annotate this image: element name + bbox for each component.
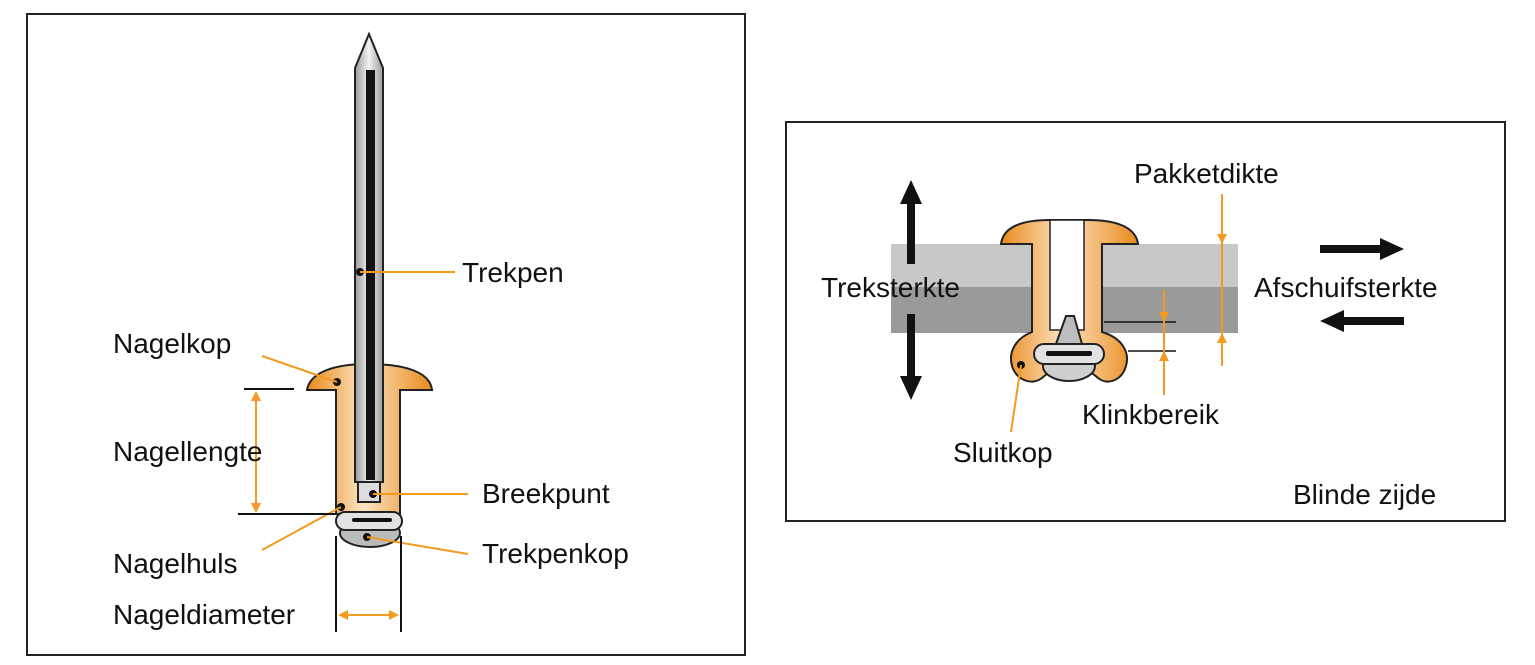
label-trekpen: Trekpen [462,257,564,288]
tension-arrow-down-shaft [907,314,915,380]
label-trekpenkop: Trekpenkop [482,538,629,569]
shear-arrow-right-shaft [1320,245,1382,253]
label-klinkbereik: Klinkbereik [1082,399,1220,430]
shear-arrow-left-shaft [1342,317,1404,325]
tension-arrow-down-head [900,376,922,400]
label-nageldiameter: Nageldiameter [113,599,295,630]
rivet-bore [1049,219,1085,331]
label-sluitkop: Sluitkop [953,437,1053,468]
klinkbereik-arrow-top [1159,312,1169,322]
label-nagelkop: Nagelkop [113,328,231,359]
nageldiameter-arrow-right [389,610,399,620]
nagellengte-arrow-down [251,503,261,513]
label-nagelhuls: Nagelhuls [113,548,238,579]
break-point [357,481,381,503]
leader-trekpenkop [366,536,469,555]
nageldiameter-arrow-left [338,610,348,620]
label-afschuifsterkte: Afschuifsterkte [1254,272,1438,303]
pakketdikte-arrow-top [1217,234,1227,244]
label-blinde-zijde: Blinde zijde [1293,479,1436,510]
shear-arrow-right-head [1380,238,1404,260]
mandrel-head-slot-installed [1046,351,1092,356]
tension-arrow-up-head [900,180,922,204]
pakketdikte-arrow-bottom [1217,333,1227,343]
left-panel-frame [26,13,746,656]
mandrel-core [366,70,375,480]
mandrel-head-slot [352,518,392,522]
klinkbereik-arrow-bottom [1159,351,1169,361]
nagellengte-arrow-up [251,391,261,401]
leader-sluitkop [1010,364,1022,433]
label-pakketdikte: Pakketdikte [1134,158,1279,189]
leader-nagelkop [261,355,338,383]
label-treksterkte: Treksterkte [821,272,960,303]
tension-arrow-up-shaft [907,200,915,264]
shear-arrow-left-head [1320,310,1344,332]
label-breekpunt: Breekpunt [482,478,610,509]
right-panel: Pakketdikte Treksterkte Afschuifsterkte … [785,121,1506,522]
label-nagellengte: Nagellengte [113,436,262,467]
left-panel: Trekpen Nagelkop Nagellengte Breekpunt N… [26,13,746,656]
